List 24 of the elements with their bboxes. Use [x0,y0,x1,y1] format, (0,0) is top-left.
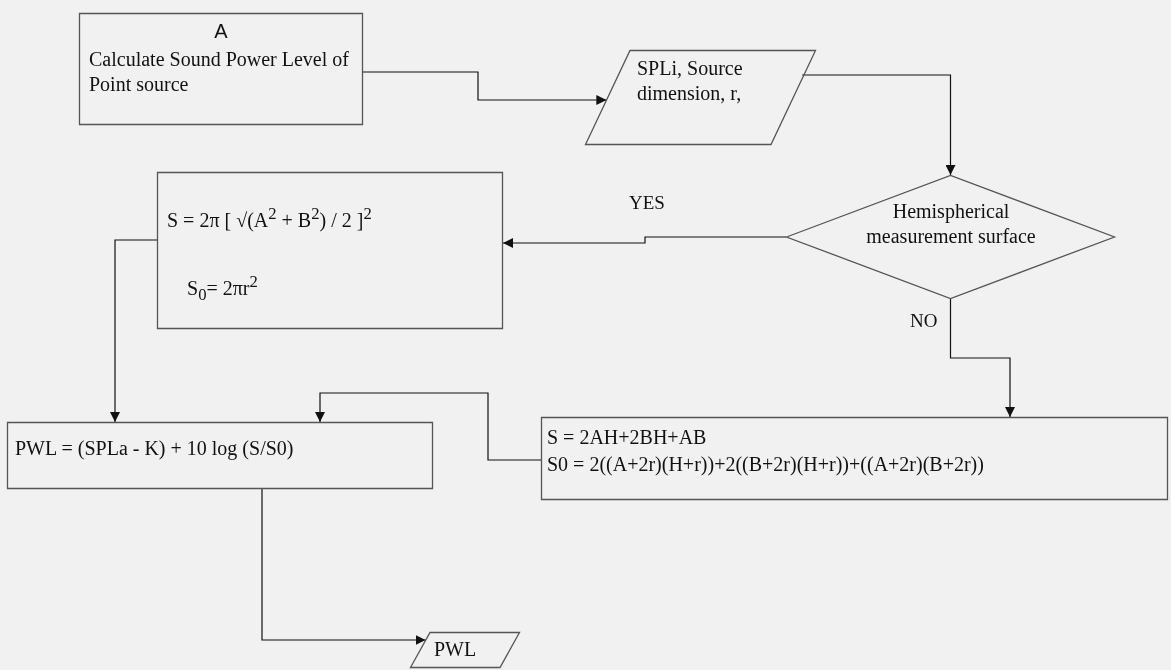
process-box [78,12,364,126]
arrow [110,239,158,423]
arrow [502,236,787,248]
formula: S = 2AH+2BH+AB [547,425,708,450]
formula-box [540,416,1169,501]
box-heading: A [213,19,229,44]
arrow [362,71,607,105]
output-text: PWL [434,637,478,662]
formula: S = 2π [ √(A$^{2}$ + B$^{2}$) / 2 ]$^{2}$ [167,204,373,233]
formula-box [6,421,434,490]
formula: PWL = (SPLa - K) + 10 log (S/S0) [15,436,295,461]
formula: S$_{0}$= 2πr$^{2}$ [187,272,259,306]
arrow [261,488,427,645]
process-text: Calculate Sound Power Level of Point source [89,47,350,97]
decision-diamond [784,174,1117,300]
arrow [801,74,956,176]
formula: S0 = 2((A+2r)(H+r))+2((B+2r)(H+r))+((A+2r)(B+2r)) [547,452,985,477]
decision-text: Hemispherical measurement surface [865,199,1037,249]
arrow [949,298,1015,418]
arrow [315,392,542,461]
output-parallelogram [409,631,521,669]
formula-box [156,171,504,330]
input-text: SPLi, Source dimension, r, [637,56,744,106]
input-parallelogram [584,49,817,146]
